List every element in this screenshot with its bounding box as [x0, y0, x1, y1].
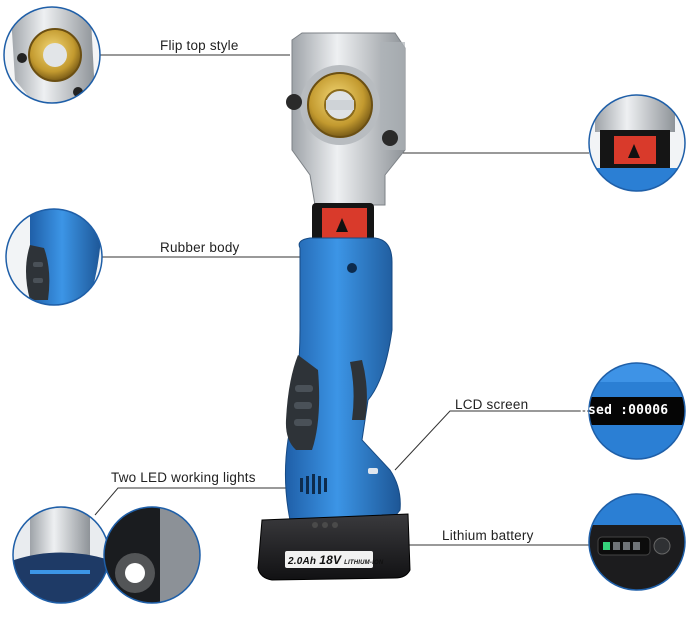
- callout-lithium-battery: Lithium battery: [442, 528, 534, 543]
- callout-flip-top: Flip top style: [160, 38, 239, 53]
- battery-type: LITHIUM-ION: [344, 560, 384, 566]
- lcd-readout: Used :00006: [580, 403, 669, 418]
- detail-battery: [589, 494, 685, 590]
- detail-rubber-body: [6, 209, 102, 305]
- callout-rubber-body: Rubber body: [160, 240, 240, 255]
- detail-led-lights: [12, 506, 201, 604]
- battery-capacity: 2.0Ah: [288, 556, 317, 567]
- callout-lines: [94, 54, 589, 546]
- callout-lcd-screen: LCD screen: [455, 397, 529, 412]
- crimping-tool: [257, 32, 411, 581]
- battery-label: 2.0Ah 18V LITHIUM-ION: [288, 553, 383, 567]
- detail-head: [589, 95, 685, 191]
- detail-flip-top: [4, 7, 100, 103]
- battery-voltage: 18V: [319, 553, 342, 567]
- callout-led-lights: Two LED working lights: [111, 470, 256, 485]
